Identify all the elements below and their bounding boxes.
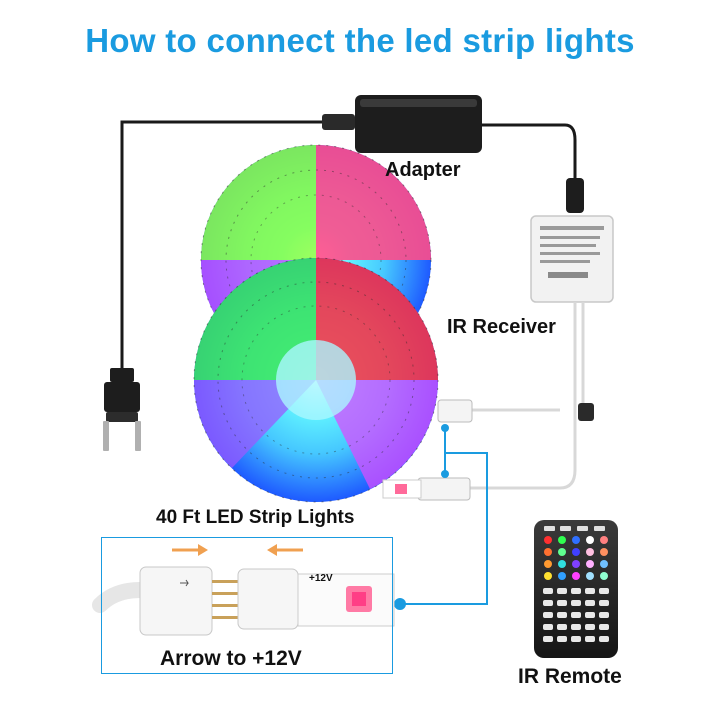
dc-plug [566,178,584,213]
remote-white-buttons [543,588,609,642]
adapter-label: Adapter [385,159,461,181]
adapter-brick [322,95,482,153]
arrow-right-icon [172,544,208,556]
dc-cable [482,123,577,178]
voltage-mark: +12V [309,573,333,584]
remote-color-buttons [544,536,608,580]
inset-caption: Arrow to +12V [160,647,302,670]
ir-receiver-box [530,215,614,303]
receiver-white-wires [470,302,585,490]
led-reel-front [193,257,439,503]
ir-remote-label: IR Remote [518,665,622,688]
strip-chip [395,484,407,494]
reel-connector-bottom [417,477,471,501]
callout-dot-top [441,424,449,432]
ac-cable [120,120,322,370]
arrow-left-icon [267,544,303,556]
ir-receiver-label: IR Receiver [447,316,556,338]
inset-connector [92,566,395,636]
wall-plug [103,368,141,451]
inset-frame [101,537,393,674]
ir-remote [534,520,618,658]
callout-dot-inset [394,598,406,610]
reel-connector-top [437,399,473,423]
ir-sensor [578,403,594,421]
page-title: How to connect the led strip lights [85,22,635,59]
strip-lights-label: 40 Ft LED Strip Lights [156,507,355,528]
callout-lines [400,428,488,605]
